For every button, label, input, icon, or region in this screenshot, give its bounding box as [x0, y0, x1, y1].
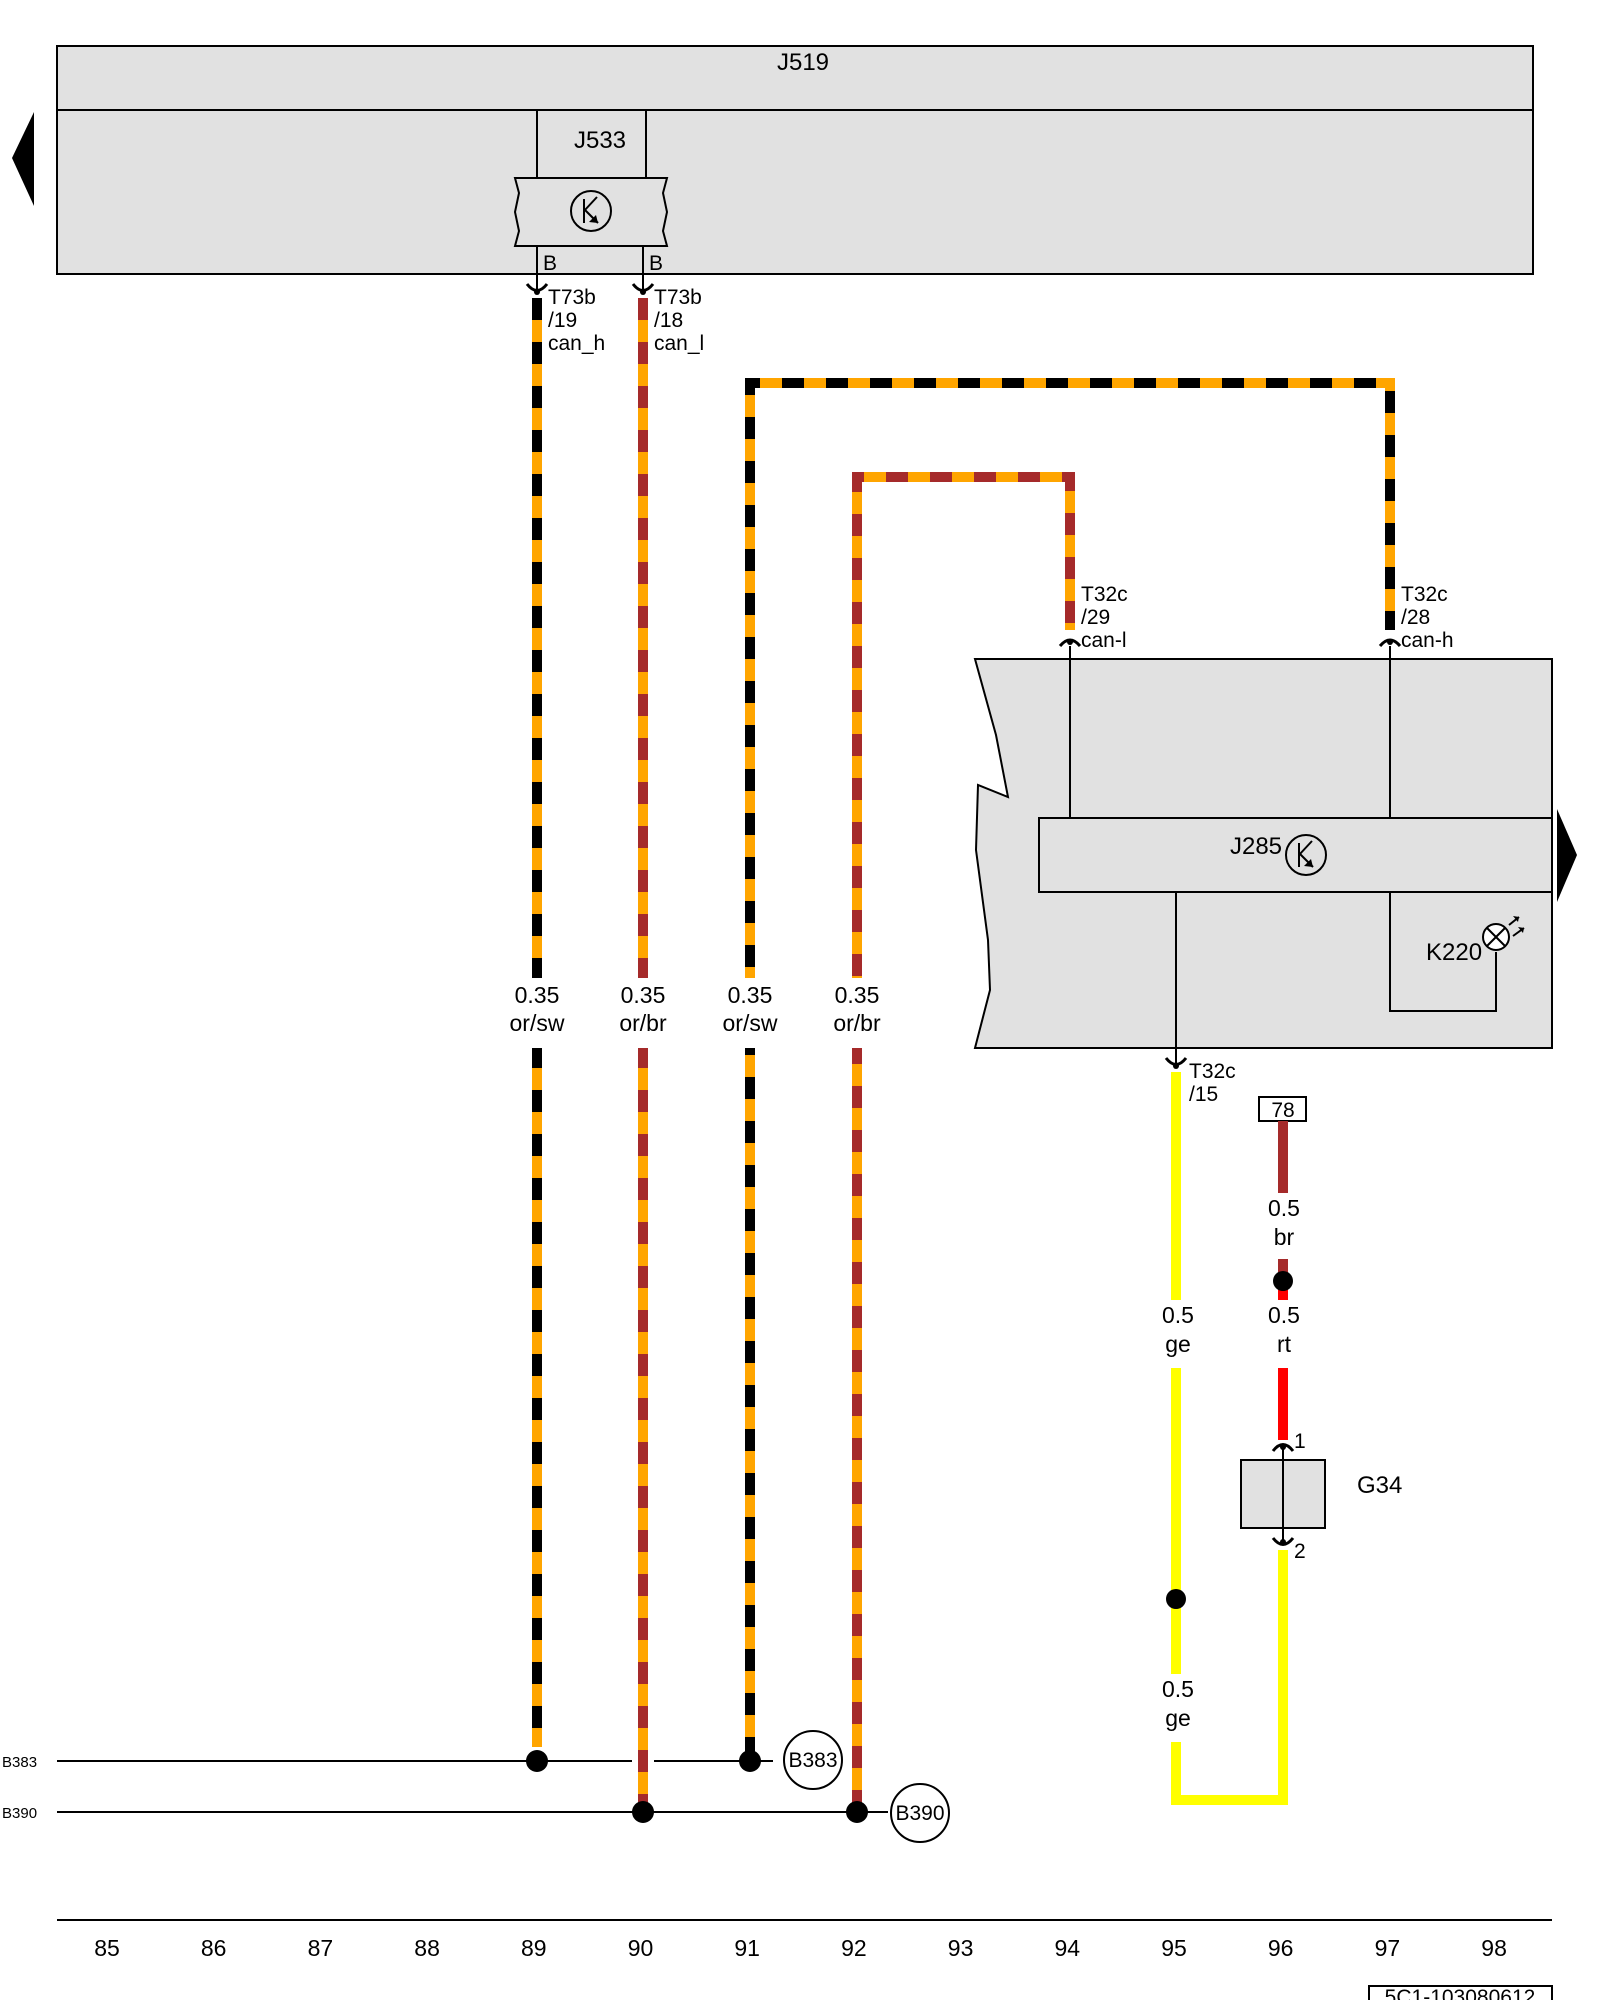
column-number: 92 — [841, 1935, 867, 1961]
b383-ref-label: B383 — [788, 1749, 837, 1772]
b383-left-label: B383 — [2, 1754, 37, 1771]
column-numbers: 85 86 87 88 89 90 91 92 93 94 95 96 97 98 — [94, 1935, 1507, 1961]
column-number: 91 — [734, 1935, 760, 1961]
splice-point — [1166, 1589, 1186, 1609]
connector-t32c-29-id: T32c — [1081, 583, 1128, 606]
connector-t73b-19-signal: can_h — [548, 332, 605, 355]
j285-label: J285 — [1230, 833, 1282, 860]
connector-t32c-29-signal: can-l — [1081, 629, 1127, 652]
g34-pin-1: 1 — [1294, 1430, 1306, 1453]
wire-95-upper-color: ge — [1165, 1331, 1191, 1357]
connector-t73b-18-signal: can_l — [654, 332, 704, 355]
column-number: 96 — [1268, 1935, 1294, 1961]
wire-90-size: 0.35 — [621, 982, 666, 1008]
connector-pin-icon — [1271, 1537, 1295, 1546]
wire-91-color: or/sw — [723, 1010, 778, 1036]
k220-circuit — [1389, 892, 1497, 1012]
connector-t73b-19-id: T73b — [548, 286, 596, 309]
connector-pin-icon — [1378, 638, 1402, 648]
wire-89-size: 0.35 — [515, 982, 560, 1008]
column-number: 95 — [1161, 1935, 1187, 1961]
connector-pin-icon — [1164, 1048, 1188, 1069]
page-right-arrow-icon[interactable] — [1557, 809, 1577, 902]
diagram-id: 5C1-103080612 — [1385, 1986, 1536, 2000]
column-number: 97 — [1375, 1935, 1401, 1961]
wire-90-color: or/br — [619, 1010, 667, 1036]
column-number: 90 — [628, 1935, 654, 1961]
splice-point — [846, 1801, 868, 1823]
splice-point — [526, 1750, 548, 1772]
connector-pin-icon — [1271, 1443, 1295, 1452]
connector-pin-icon — [525, 274, 549, 295]
k220-label: K220 — [1426, 939, 1482, 966]
page-left-arrow-icon[interactable] — [12, 112, 34, 206]
connector-t32c-28-id: T32c — [1401, 583, 1448, 606]
column-number: 85 — [94, 1935, 120, 1961]
transistor-icon — [1285, 834, 1327, 876]
wire-95-upper-size: 0.5 — [1162, 1302, 1194, 1328]
j533-transceiver-box — [513, 177, 669, 247]
wire-96-lower-size: 0.5 — [1268, 1302, 1300, 1328]
column-number: 93 — [948, 1935, 974, 1961]
connector-t32c-15-pin: /15 — [1189, 1083, 1218, 1106]
wire-92-or-br — [852, 472, 1075, 1812]
wire-92-size: 0.35 — [835, 982, 880, 1008]
connector-t73b-19-pin: /19 — [548, 309, 577, 332]
connector-t32c-15-id: T32c — [1189, 1060, 1236, 1083]
wire-89-color: or/sw — [510, 1010, 565, 1036]
b383-ref-circle[interactable] — [783, 1730, 843, 1790]
wire-96-upper-color: br — [1274, 1224, 1295, 1250]
column-number: 86 — [201, 1935, 227, 1961]
column-number: 88 — [414, 1935, 440, 1961]
b390-ref-label: B390 — [895, 1802, 944, 1825]
wire-95-ge — [1171, 1072, 1288, 1805]
j533-box — [536, 109, 647, 179]
diagram-id-box — [1368, 1985, 1553, 2000]
g34-pin-2: 2 — [1294, 1540, 1306, 1563]
fuse-78-label: 78 — [1271, 1099, 1294, 1122]
column-number: 89 — [521, 1935, 547, 1961]
connector-t32c-28-signal: can-h — [1401, 629, 1454, 652]
splice-point — [1273, 1271, 1293, 1291]
splice-point — [739, 1750, 761, 1772]
wire-96-upper-size: 0.5 — [1268, 1195, 1300, 1221]
warning-lamp-icon — [1482, 916, 1525, 951]
wire-96-lower-color: rt — [1277, 1331, 1292, 1357]
j533-pin-type-right: B — [649, 252, 663, 275]
connector-t73b-18-pin: /18 — [654, 309, 683, 332]
connector-t32c-28-pin: /28 — [1401, 606, 1430, 629]
j519-header-box — [56, 45, 1534, 111]
wire-95-lower-color: ge — [1165, 1705, 1191, 1731]
j519-label: J519 — [777, 49, 829, 76]
connector-t73b-18-id: T73b — [654, 286, 702, 309]
column-number: 87 — [308, 1935, 334, 1961]
connector-t32c-29-pin: /29 — [1081, 606, 1110, 629]
wire-92-color: or/br — [833, 1010, 881, 1036]
splice-point — [632, 1801, 654, 1823]
j519-body-box — [56, 109, 1534, 275]
b390-ref-circle[interactable] — [890, 1783, 950, 1843]
j533-pin-type-left: B — [543, 252, 557, 275]
column-number: 98 — [1481, 1935, 1507, 1961]
g34-label: G34 — [1357, 1472, 1402, 1499]
connector-pin-icon — [631, 274, 655, 295]
wire-91-size: 0.35 — [728, 982, 773, 1008]
column-number: 94 — [1055, 1935, 1081, 1961]
j285-box — [1038, 817, 1553, 893]
wire-91-or-sw — [745, 378, 1395, 1759]
wire-95-lower-size: 0.5 — [1162, 1676, 1194, 1702]
connector-pin-icon — [1058, 638, 1082, 648]
transistor-icon — [570, 190, 612, 232]
j533-label: J533 — [574, 127, 626, 154]
b390-left-label: B390 — [2, 1805, 37, 1822]
